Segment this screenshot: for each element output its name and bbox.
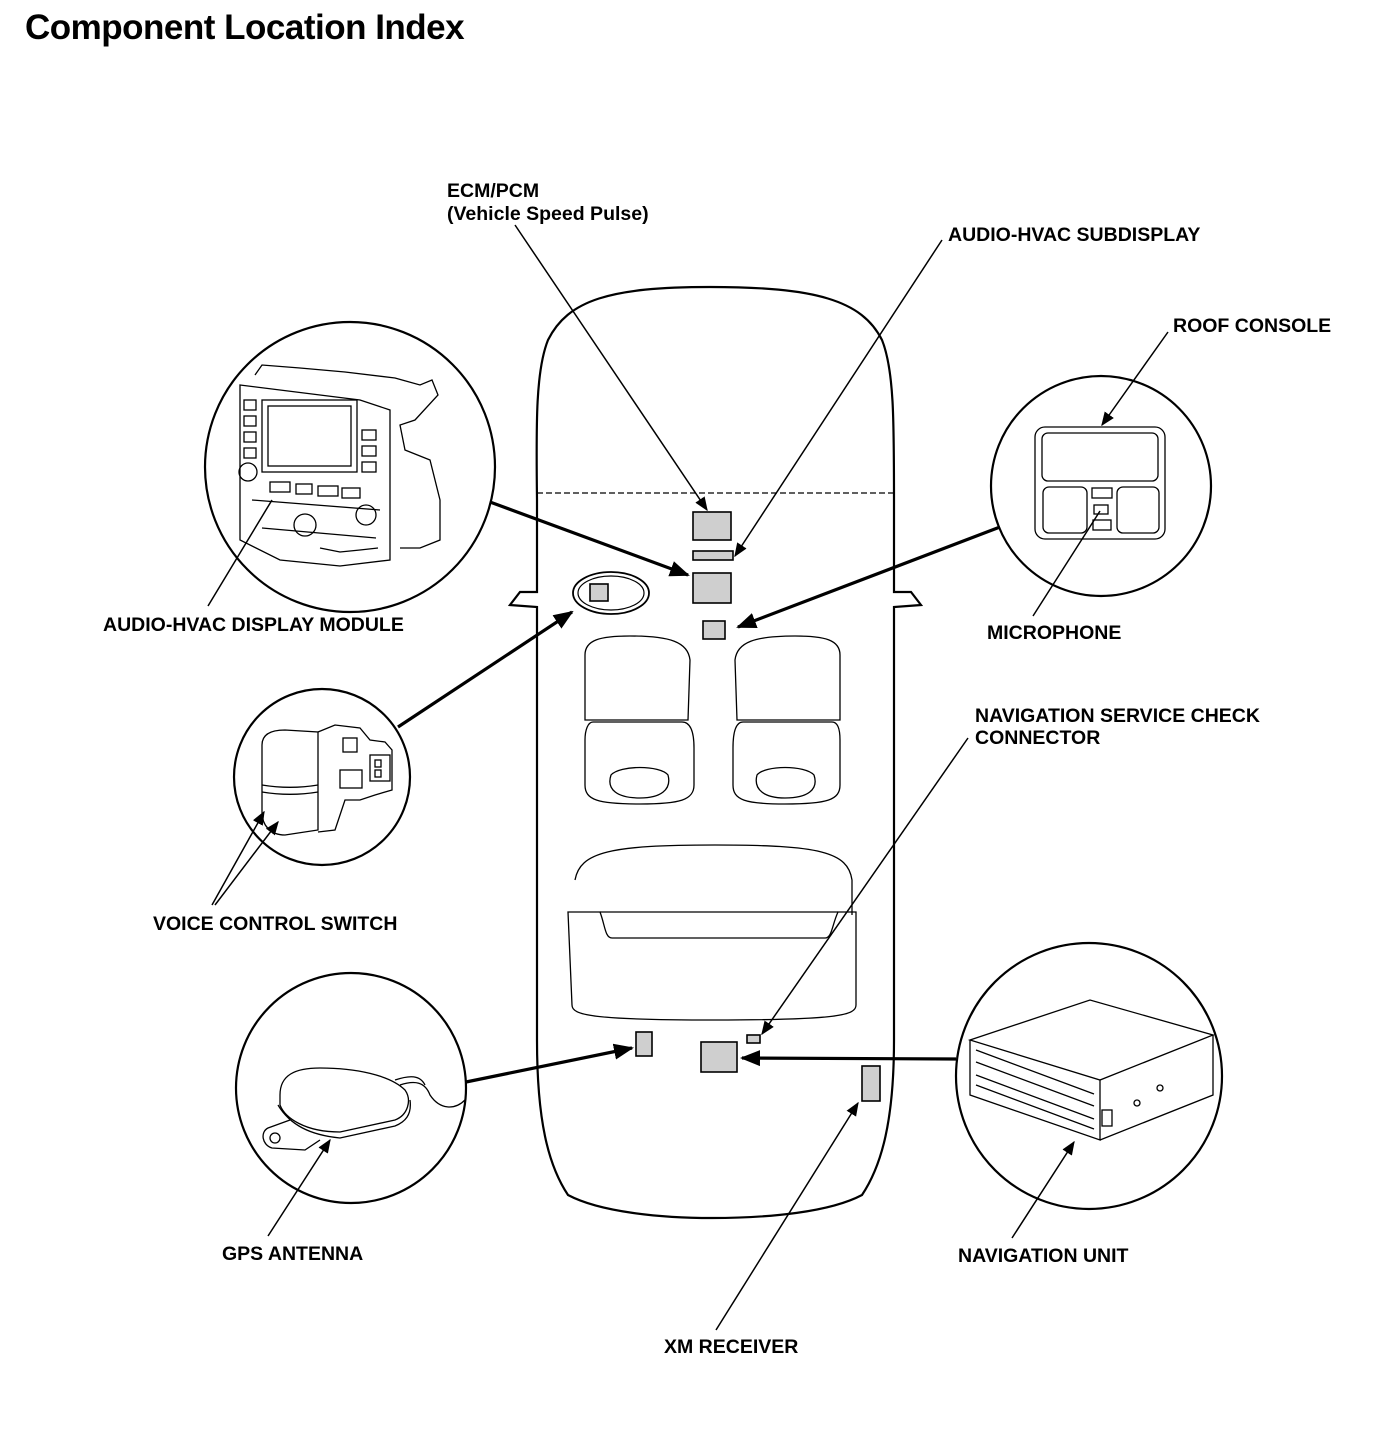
gps-antenna-label: GPS ANTENNA (222, 1243, 363, 1265)
voice-switch-leader-b (214, 820, 279, 906)
nav-service-check-label-line2: CONNECTOR (975, 727, 1100, 749)
page-title: Component Location Index (25, 8, 465, 47)
microphone-arrow (736, 525, 1001, 629)
navigation-unit-box (700, 1041, 738, 1073)
microphone-box (702, 620, 726, 640)
voice-switch-arrow (397, 610, 574, 729)
subdisplay-box (692, 550, 734, 561)
xm-receiver-leader (715, 1101, 859, 1331)
microphone-leader (1032, 510, 1101, 617)
microphone-label: MICROPHONE (987, 622, 1121, 644)
xm-receiver-label: XM RECEIVER (664, 1336, 798, 1358)
xm-receiver-box (861, 1065, 881, 1102)
front-seat-right (732, 635, 841, 805)
ecm-pcm-leader (514, 224, 708, 512)
subdisplay-label: AUDIO-HVAC SUBDISPLAY (948, 224, 1200, 246)
ecm-pcm-label: ECM/PCM (447, 180, 539, 202)
display-module-leader (207, 499, 273, 607)
display-module-detail (203, 320, 497, 614)
display-module-box (692, 572, 732, 604)
ecm-pcm-box (692, 511, 732, 541)
navigation-unit-arrow (740, 1050, 957, 1067)
roof-console-leader (1101, 331, 1169, 427)
display-module-label: AUDIO-HVAC DISPLAY MODULE (103, 614, 404, 636)
gps-antenna-detail (234, 971, 468, 1205)
voice-switch-location (572, 571, 650, 615)
gps-antenna-arrow (465, 1043, 634, 1084)
rear-seat (567, 844, 857, 1021)
gps-antenna-box (635, 1031, 653, 1057)
gps-antenna-leader (267, 1138, 331, 1237)
voice-switch-detail (232, 687, 412, 867)
navigation-unit-detail (954, 941, 1224, 1211)
nav-service-check-label: NAVIGATION SERVICE CHECK (975, 705, 1260, 727)
voice-switch-label: VOICE CONTROL SWITCH (153, 913, 397, 935)
navigation-unit-label: NAVIGATION UNIT (958, 1245, 1129, 1267)
ecm-pcm-sublabel: (Vehicle Speed Pulse) (447, 203, 649, 225)
navigation-unit-leader (1011, 1140, 1075, 1239)
roof-console-detail (989, 374, 1213, 598)
car-outline (507, 285, 924, 1220)
voice-switch-leader-a (211, 810, 265, 906)
front-seat-left (584, 635, 695, 805)
display-module-arrow (489, 500, 690, 577)
roof-console-label: ROOF CONSOLE (1173, 315, 1331, 337)
subdisplay-leader (734, 239, 943, 558)
nav-service-check-box (746, 1034, 761, 1044)
nav-service-check-leader (761, 737, 969, 1036)
